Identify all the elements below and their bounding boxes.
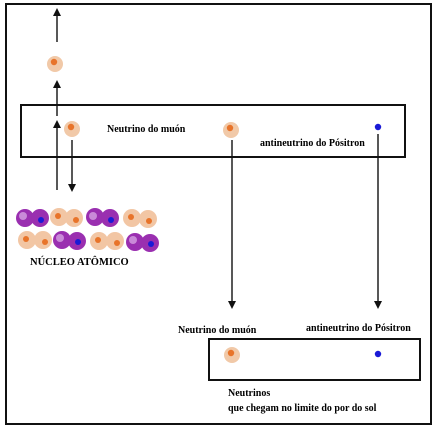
neutrino-muon-top-icon (223, 122, 239, 138)
label-antineutrino-bottom: antineutrino do Pósitron (306, 323, 411, 334)
label-neutrinos: Neutrinos (228, 388, 271, 399)
label-antineutrino-top: antineutrino do Pósitron (260, 138, 365, 149)
label-neutrinos-sunset: que chegam no limite do por do sol (228, 403, 377, 414)
particle-in-box-left-icon (64, 121, 80, 137)
upper-detection-box (20, 104, 406, 158)
label-nucleus: NÚCLEO ATÔMICO (30, 257, 129, 268)
positron-dot-top-icon (374, 123, 382, 131)
particle-top-icon (47, 56, 63, 72)
lower-detection-box (208, 338, 421, 381)
label-neutrino-muon-top: Neutrino do muón (107, 124, 186, 135)
atomic-nucleus-icon (16, 208, 159, 252)
label-neutrino-muon-bottom: Neutrino do muón (178, 325, 257, 336)
neutrino-muon-bottom-icon (224, 347, 240, 363)
positron-dot-bottom-icon (374, 350, 382, 358)
